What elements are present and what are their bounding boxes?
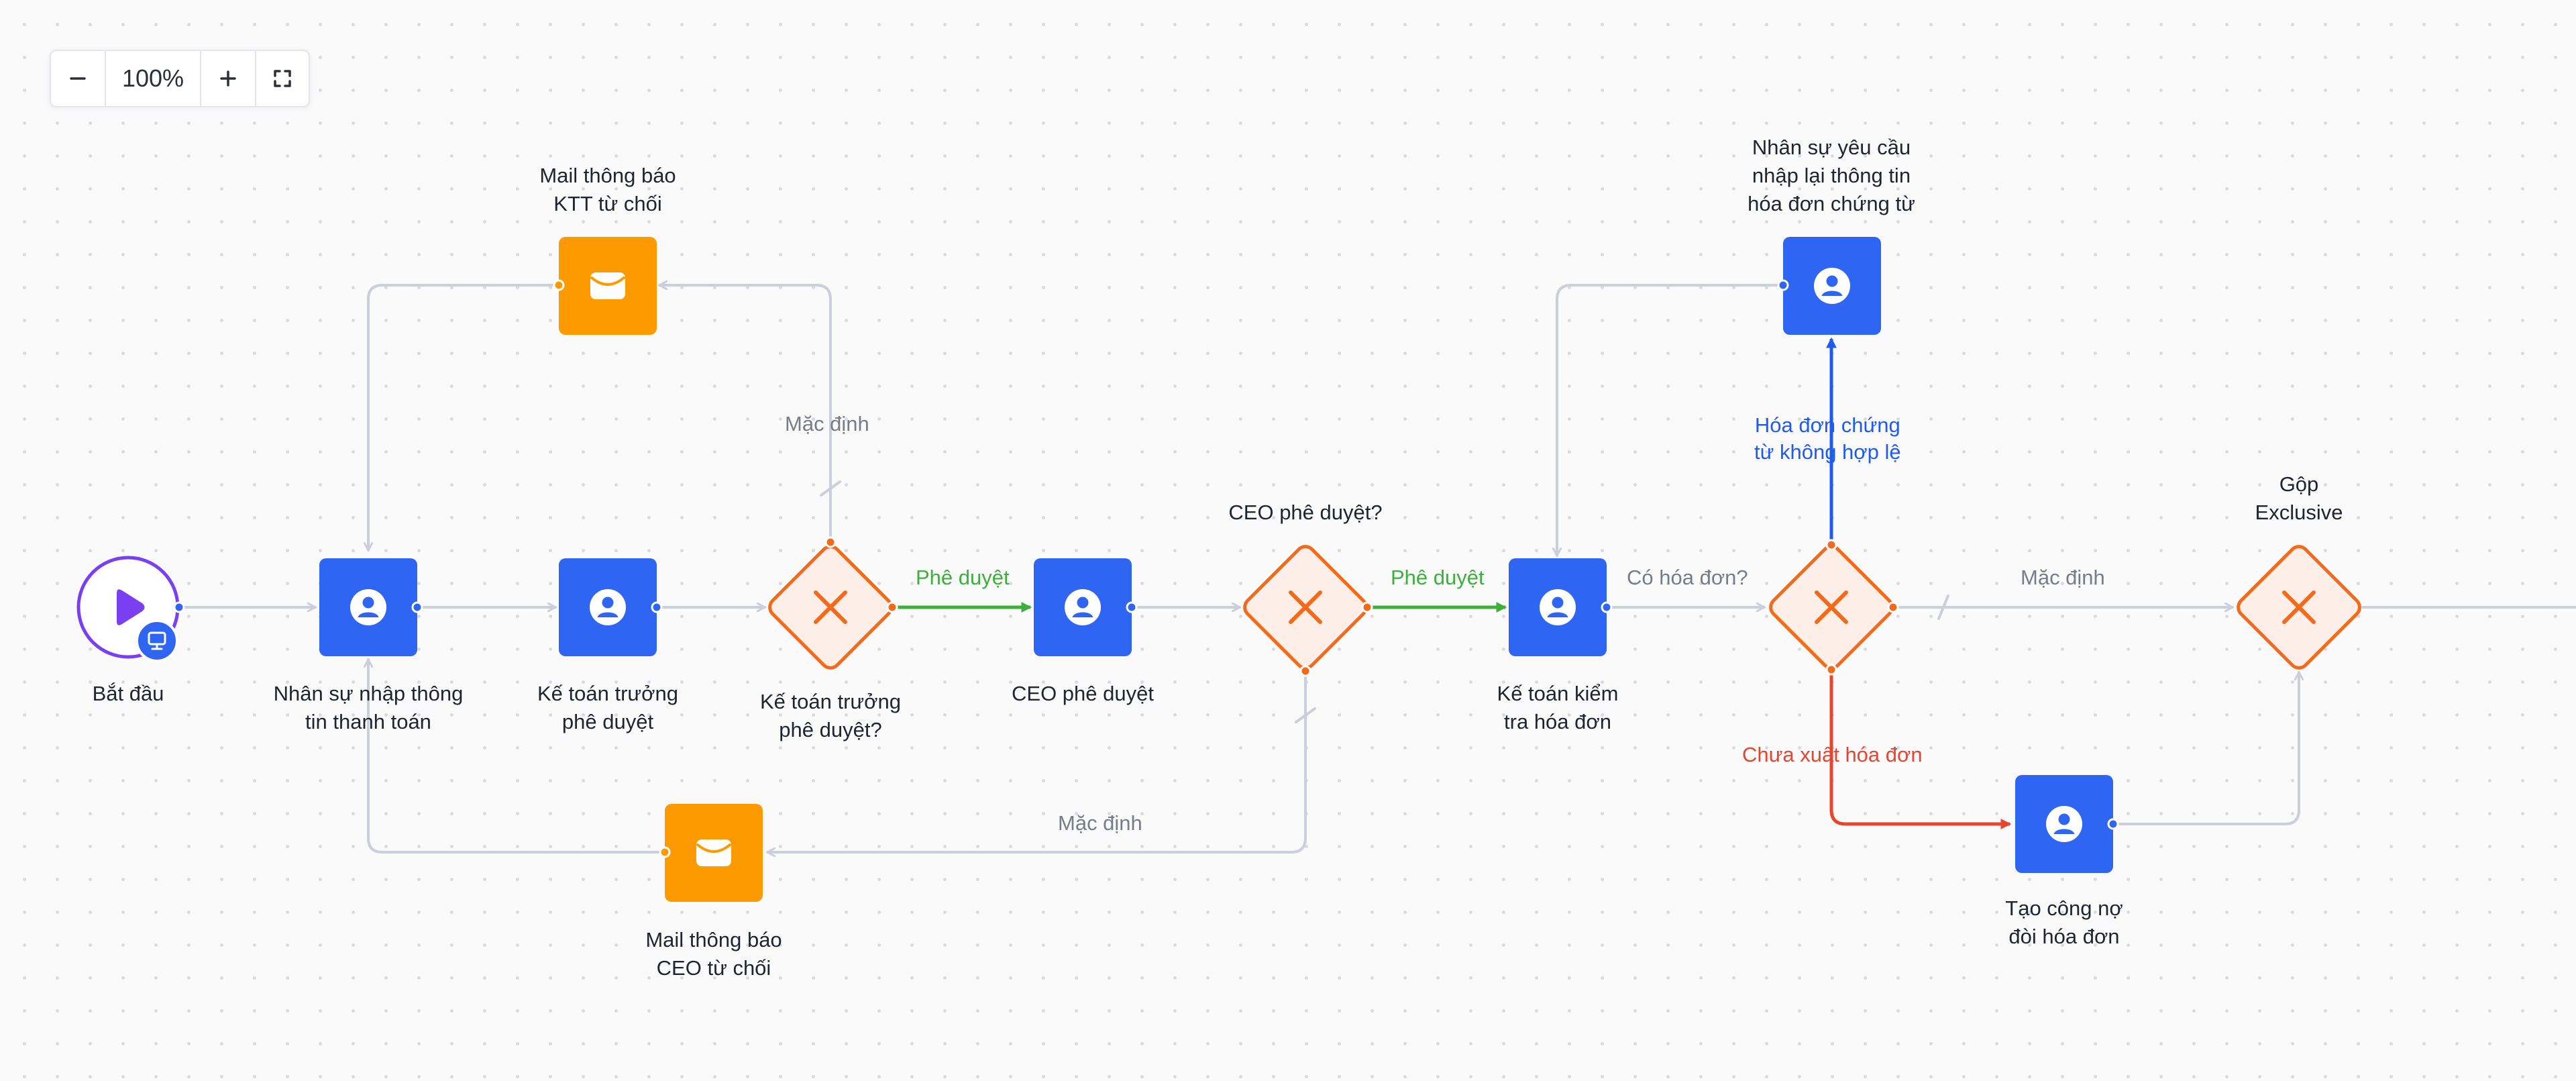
task-ceo-approve[interactable] (1034, 558, 1132, 656)
edge-gateway-chief-default-tick (820, 480, 841, 497)
gateway-ceo[interactable] (1241, 543, 1370, 672)
start-event[interactable] (76, 556, 180, 662)
edge-label-chief-approve: Phê duyệt (916, 566, 1010, 589)
edge-no-invoice[interactable] (1829, 670, 2012, 829)
fit-view-button[interactable] (255, 51, 309, 106)
edge-gateway-ceo-default[interactable] (766, 670, 1307, 852)
mail-ceo-reject[interactable] (665, 804, 763, 902)
task-chief-accountant[interactable] (559, 558, 657, 656)
monitor-icon (148, 631, 166, 650)
gateway-invoice[interactable] (1767, 543, 1896, 672)
gateway-merge[interactable] (2235, 543, 2363, 672)
edge-label-chief-default: Mặc định (785, 412, 869, 435)
edge-label-ceo-approve: Phê duyệt (1391, 566, 1485, 589)
minus-icon (70, 77, 86, 80)
zoom-out-button[interactable] (51, 51, 105, 106)
gateway-chief[interactable] (766, 543, 895, 672)
edge-debt-to-merge[interactable] (2112, 671, 2299, 825)
edge-label-invalid-invoice: Hóa đơn chứng từ không hợp lệ (1754, 413, 1901, 464)
user-icon (590, 589, 626, 625)
task-create-debt[interactable] (2015, 775, 2113, 873)
mail-icon (695, 838, 733, 868)
user-icon (1540, 589, 1576, 625)
edge-gateway-ceo-default-tick (1295, 707, 1316, 723)
edge-gateway-chief-default[interactable] (658, 285, 832, 545)
mail-chief-reject[interactable] (559, 237, 657, 335)
edge-label-ceo-default: Mặc định (1058, 811, 1142, 835)
edge-label-merge-default: Mặc định (2021, 566, 2105, 589)
x-icon (1815, 590, 1848, 624)
user-icon (2046, 806, 2082, 842)
mail-icon (589, 271, 627, 301)
user-icon (1814, 268, 1850, 304)
port-dots (173, 279, 2119, 858)
play-icon (117, 589, 145, 625)
task-check-invoice[interactable] (1509, 558, 1607, 656)
start-badge (136, 619, 178, 662)
zoom-in-button[interactable] (201, 51, 255, 106)
fullscreen-icon (274, 70, 291, 87)
edges (180, 284, 2576, 854)
edge-mail-chief-to-input[interactable] (368, 284, 560, 552)
x-icon (1289, 590, 1322, 624)
x-icon (814, 590, 847, 624)
zoom-level: 100% (105, 51, 201, 106)
x-icon (2282, 590, 2316, 624)
zoom-toolbar: 100% (50, 50, 310, 107)
user-icon (1065, 589, 1101, 625)
edge-merge-default-tick (1937, 595, 1949, 620)
task-input-payment[interactable] (319, 558, 417, 656)
task-reenter-invoice[interactable] (1783, 237, 1881, 335)
edge-label-no-invoice: Chưa xuất hóa đơn (1742, 743, 1923, 766)
plus-icon (220, 70, 236, 87)
edge-label-has-invoice: Có hóa đơn? (1627, 566, 1748, 589)
edge-mail-ceo-to-input[interactable] (368, 658, 667, 854)
user-icon (350, 589, 386, 625)
edge-reenter-to-check[interactable] (1557, 284, 1784, 557)
